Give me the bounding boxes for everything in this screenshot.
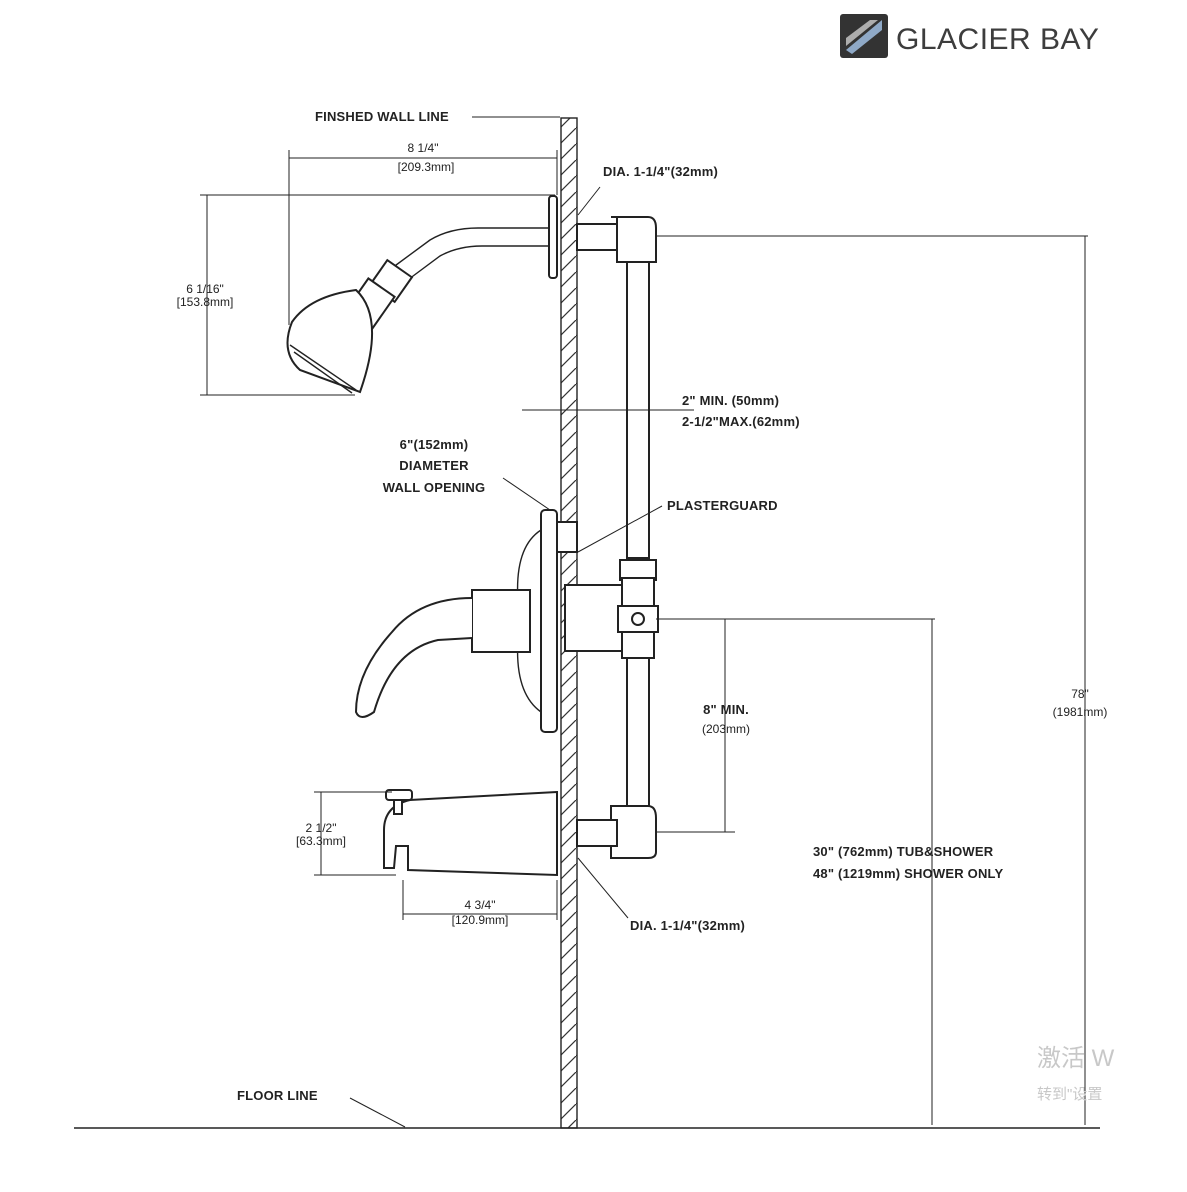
finished-wall-line-label: FINSHED WALL LINE — [315, 109, 449, 124]
dia-top-label: DIA. 1-1/4"(32mm) — [603, 164, 718, 179]
shower-head — [286, 258, 414, 394]
spout-height-label: 2 1/2" — [306, 821, 337, 835]
watermark-line-2: 转到"设置 — [1037, 1086, 1102, 1103]
tub-spout — [383, 789, 558, 877]
head-height-mm-label: [153.8mm] — [177, 295, 234, 309]
dia-bottom-label: DIA. 1-1/4"(32mm) — [630, 918, 745, 933]
depth-max-label: 2-1/2"MAX.(62mm) — [682, 414, 800, 429]
overall-height-mm-label: (1981mm) — [1053, 705, 1108, 719]
valve-spout-gap-label: 8" MIN. — [703, 702, 749, 717]
plasterguard-label: PLASTERGUARD — [667, 498, 778, 513]
arm-length-label: 8 1/4" — [408, 141, 439, 155]
brand-name: GLACIER BAY — [896, 23, 1099, 56]
spout-height-mm-label: [63.3mm] — [296, 834, 346, 848]
spout-length-mm-label: [120.9mm] — [452, 913, 509, 927]
valve-body — [564, 559, 659, 659]
floor-line-label: FLOOR LINE — [237, 1088, 318, 1103]
head-height-label: 6 1/16" — [186, 282, 224, 296]
valve-handle — [354, 589, 531, 718]
wall-opening-label-3: WALL OPENING — [383, 480, 486, 495]
wall-opening-label-2: DIAMETER — [399, 458, 469, 473]
shower-arm — [391, 195, 558, 283]
brand-logo: GLACIER BAY — [840, 14, 1099, 58]
supply-riser-pipe — [576, 216, 657, 859]
tub-shower-label: 30" (762mm) TUB&SHOWER — [813, 844, 994, 859]
arm-length-mm-label: [209.3mm] — [398, 160, 455, 174]
watermark-line-1: 激活 W — [1037, 1045, 1115, 1072]
spout-length-label: 4 3/4" — [465, 898, 496, 912]
wall-opening-label-1: 6"(152mm) — [400, 437, 469, 452]
overall-height-label: 78" — [1071, 687, 1089, 701]
shower-only-label: 48" (1219mm) SHOWER ONLY — [813, 866, 1004, 881]
depth-min-label: 2" MIN. (50mm) — [682, 393, 779, 408]
valve-spout-gap-mm-label: (203mm) — [702, 722, 750, 736]
